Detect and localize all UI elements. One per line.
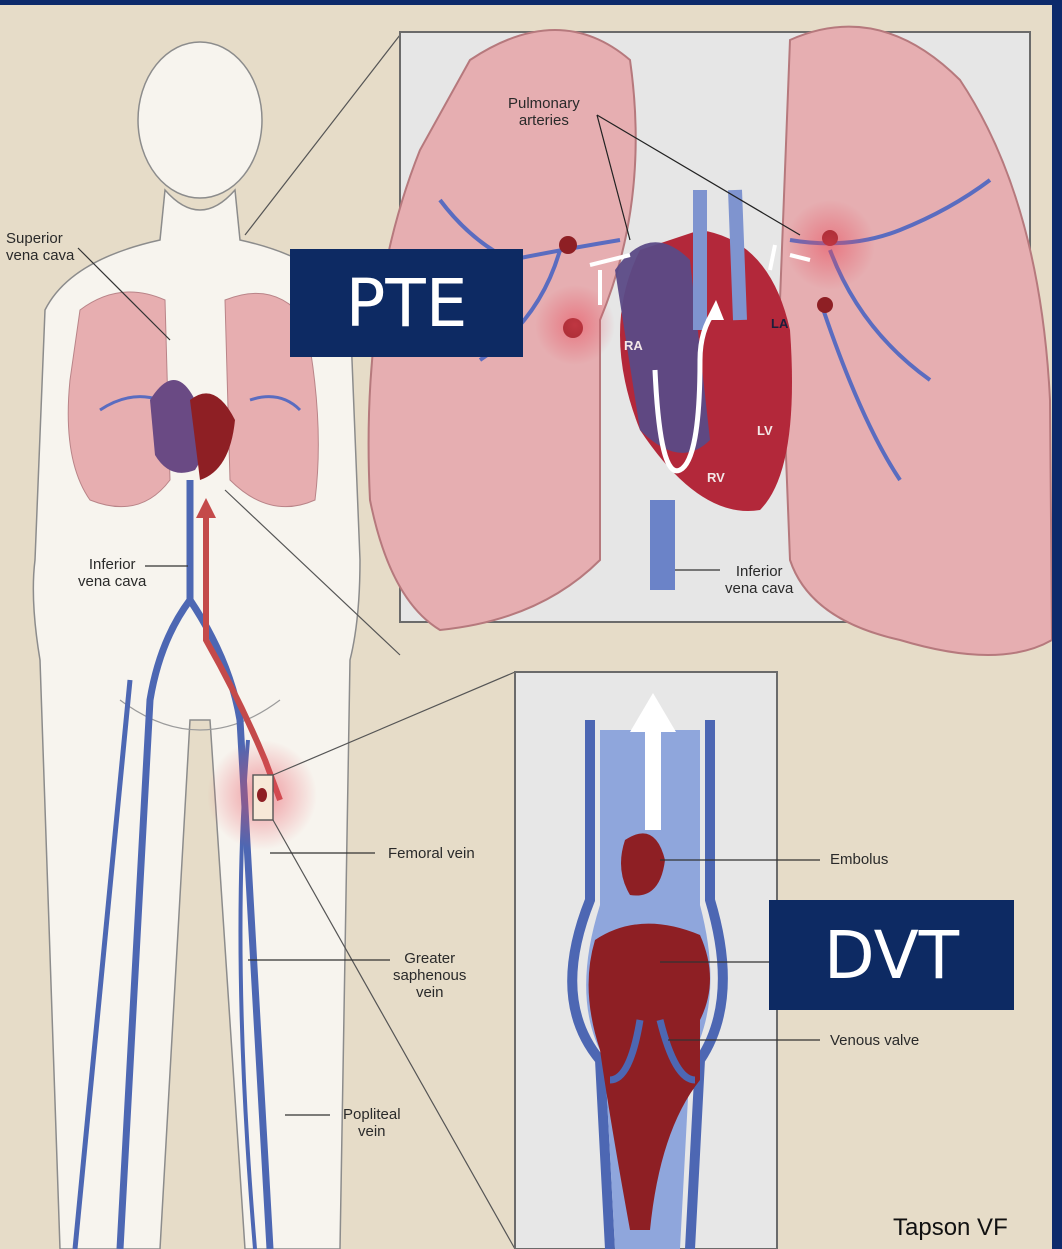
label-femoral-vein: Femoral vein <box>388 845 475 862</box>
label-la: LA <box>771 316 788 331</box>
credit-text: Tapson VF <box>893 1214 1008 1242</box>
label-lv: LV <box>757 423 773 438</box>
dvt-callout: DVT <box>769 900 1014 1010</box>
label-venous-valve: Venous valve <box>830 1032 919 1049</box>
label-embolus: Embolus <box>830 851 888 868</box>
clot-site <box>257 788 267 802</box>
body-silhouette <box>33 42 360 1249</box>
right-frame-bar <box>1052 0 1062 1249</box>
label-ra: RA <box>624 338 643 353</box>
pte-callout: PTE <box>290 249 523 357</box>
label-rv: RV <box>707 470 725 485</box>
